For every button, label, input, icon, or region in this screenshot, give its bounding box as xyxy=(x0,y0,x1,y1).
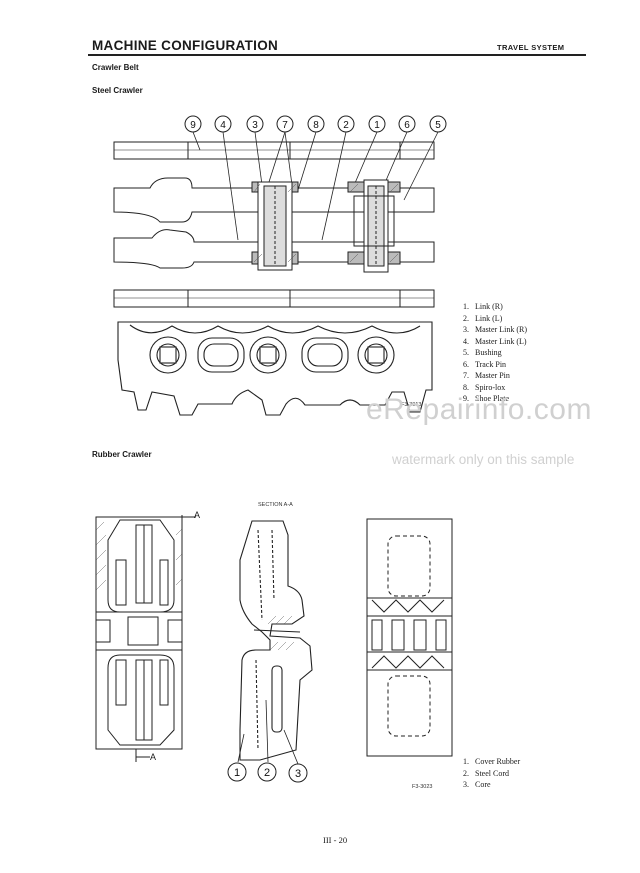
header-rule xyxy=(88,54,586,56)
rubber-legend: 1.Cover Rubber 2.Steel Cord 3.Core xyxy=(453,756,520,791)
page-number: III - 20 xyxy=(323,835,348,845)
section-title: TRAVEL SYSTEM xyxy=(497,43,565,52)
callout-3: 3 xyxy=(252,120,258,131)
page-title: MACHINE CONFIGURATION xyxy=(92,38,279,53)
steel-legend: 1.Link (R) 2.Link (L) 3.Master Link (R) … xyxy=(453,301,527,405)
callout-circle-r1 xyxy=(227,762,247,782)
callout-8: 8 xyxy=(313,120,319,131)
section-label: SECTION A-A xyxy=(258,502,293,508)
legend-item: 7.Master Pin xyxy=(463,371,510,380)
rubber-callout-2: 2 xyxy=(264,767,270,779)
legend-item: 8.Spiro-lox xyxy=(463,382,506,392)
legend-item: 3.Master Link (R) xyxy=(463,325,527,334)
callout-1: 1 xyxy=(374,120,380,131)
section-mark-bottom: A xyxy=(150,752,157,762)
callout-circle-r2 xyxy=(257,762,277,782)
callout-6: 6 xyxy=(404,120,410,131)
legend-item: 1.Cover Rubber xyxy=(463,757,521,766)
subheading-crawler-belt: Crawler Belt xyxy=(92,63,139,72)
legend-item: 9.Shoe Plate xyxy=(463,394,509,403)
figure-code-steel: F3-3013 xyxy=(401,402,422,408)
watermark-note: watermark only on this sample xyxy=(392,452,575,467)
figure-code-rubber: F3-3023 xyxy=(412,784,433,790)
legend-item: 5.Bushing xyxy=(463,348,502,357)
callout-7: 7 xyxy=(282,120,288,131)
legend-item: 2.Steel Cord xyxy=(463,768,509,778)
legend-item: 2.Link (L) xyxy=(463,313,503,323)
rubber-callout-3: 3 xyxy=(295,768,301,780)
legend-item: 3.Core xyxy=(463,780,491,789)
legend-item: 6.Track Pin xyxy=(463,359,507,369)
watermark-brand: eRepairinfo.com xyxy=(366,393,592,426)
legend-item: 1.Link (R) xyxy=(463,302,503,311)
callout-9: 9 xyxy=(190,120,196,131)
callout-2: 2 xyxy=(343,120,349,131)
rubber-callout-1: 1 xyxy=(234,767,240,779)
callout-5: 5 xyxy=(435,120,441,131)
callout-4: 4 xyxy=(220,120,226,131)
callout-circle-r3 xyxy=(288,763,308,783)
heading-steel-crawler: Steel Crawler xyxy=(92,86,143,95)
section-mark-top: A xyxy=(194,510,201,520)
heading-rubber-crawler: Rubber Crawler xyxy=(92,450,152,459)
legend-item: 4.Master Link (L) xyxy=(463,336,527,346)
